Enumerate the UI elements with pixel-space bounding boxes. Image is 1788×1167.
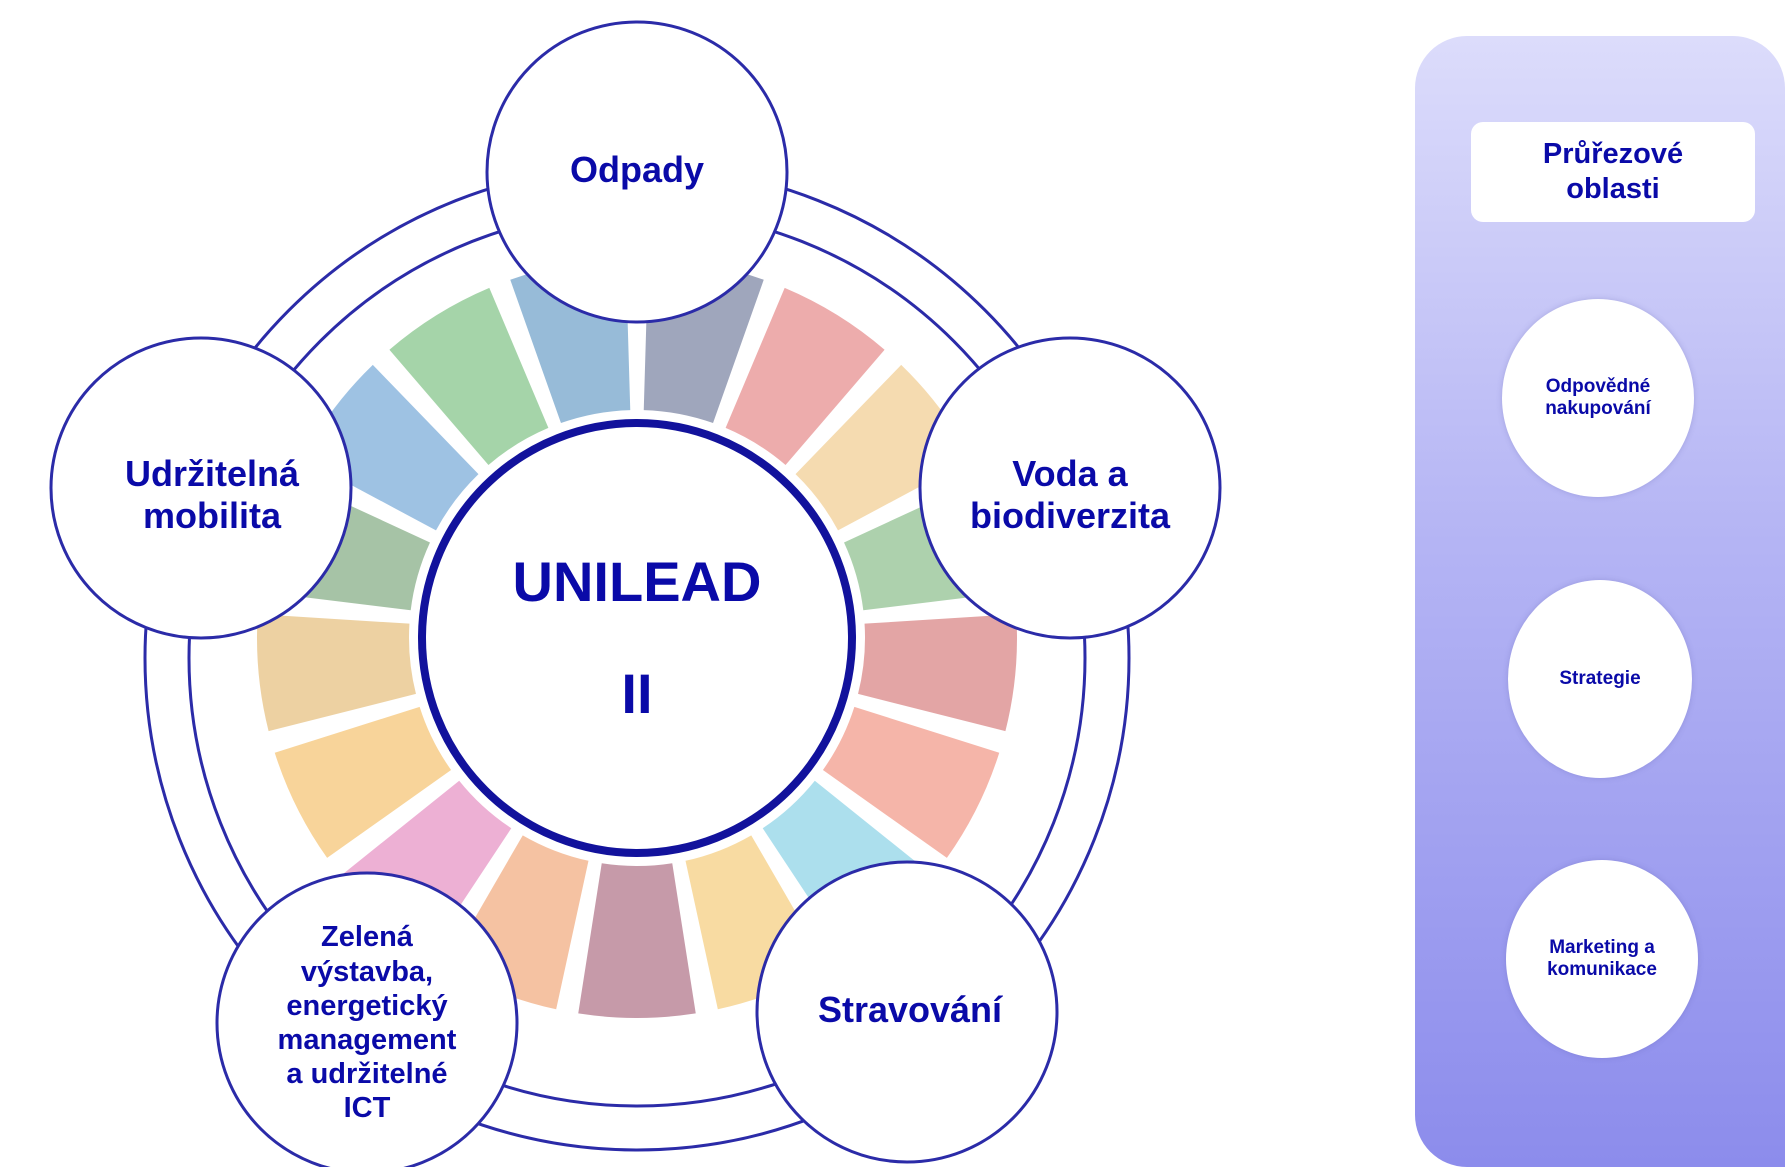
segment-15	[389, 287, 549, 466]
node-label-odpady: Odpady	[569, 148, 704, 190]
node-circle-mobilita	[49, 336, 353, 640]
panel-item-odpovedne-nakupovani: Odpovědné nakupování	[1502, 299, 1694, 497]
node-circle-zelena	[215, 871, 519, 1167]
panel-item-marketing: Marketing a komunikace	[1506, 860, 1698, 1058]
node-circle-odpady	[485, 20, 789, 324]
panel-item-strategie: Strategie	[1508, 580, 1692, 778]
segment-11	[274, 706, 452, 858]
panel-title: Průřezové oblasti	[1471, 122, 1755, 222]
topic-circles	[49, 20, 1222, 1167]
node-label-mobilita: Udržitelná mobilita	[124, 452, 300, 536]
segment-1	[725, 287, 885, 466]
node-circle-voda	[918, 336, 1222, 640]
center-label: UNILEAD II	[512, 550, 762, 725]
segment-8	[578, 863, 696, 1019]
node-label-voda: Voda a biodiverzita	[969, 452, 1171, 536]
segment-5	[822, 706, 1000, 858]
segment-14	[301, 364, 479, 531]
segment-4	[858, 614, 1017, 732]
segment-2	[795, 364, 973, 531]
center-circle	[418, 419, 856, 857]
node-label-stravovani: Stravování	[817, 988, 1003, 1030]
node-circle-stravovani	[755, 860, 1059, 1164]
segment-12	[257, 614, 416, 732]
node-label-zelena: Zelená výstavba, energetický management …	[277, 921, 457, 1125]
